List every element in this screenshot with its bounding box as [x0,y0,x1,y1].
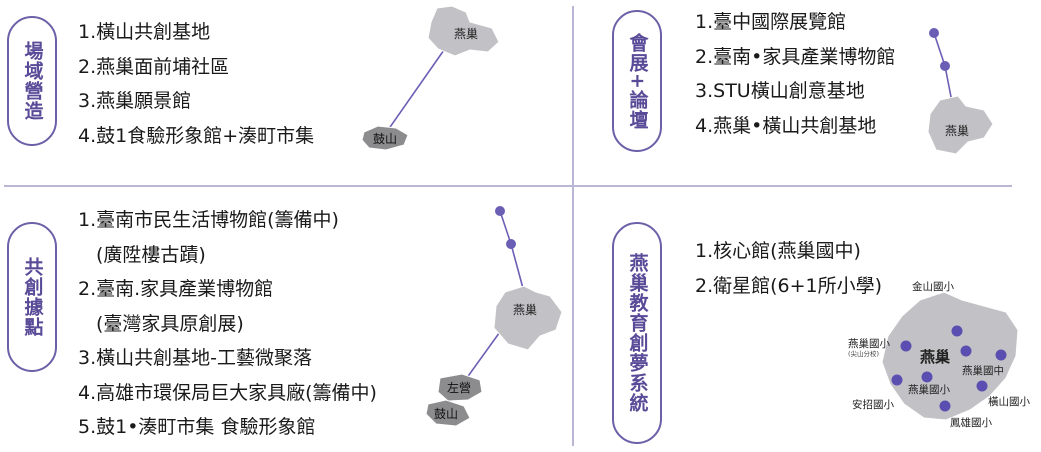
venue-list: 1.橫山共創基地 2.燕巢面前埔社區 3.燕巢願景館 4.鼓1食驗形象館+湊町市… [78,15,314,153]
list-item: 2.臺南.家具產業博物館 [78,278,274,300]
expo-section-title-pill: 會展+論壇 [612,10,662,152]
school-dot [951,325,963,337]
gushan-region-shape [425,399,471,427]
expo-section-title: 會展+論壇 [626,32,649,130]
connector-line [387,49,445,131]
list-item: 2.臺南•家具產業博物館 [695,45,896,68]
yanchao-region-shape [427,5,500,57]
cocreation-map: 燕巢 左營 鼓山 [425,206,563,427]
school-dot [976,380,988,392]
cocreation-section-title: 共創據點 [21,257,44,337]
list-item: 1.橫山共創基地 [78,21,211,43]
yanchao-label: 燕巢 [920,348,950,366]
school-dot [995,349,1007,361]
connector-line [944,65,953,103]
expo-list: 1.臺中國際展覽館 2.臺南•家具產業博物館 3.STU橫山創意基地 4.燕巢•… [695,5,895,143]
list-item: 4.鼓1食驗形象館+湊町市集 [78,124,315,147]
school-dot [891,374,903,386]
school-label-yanchao-center: 燕巢國小 [908,383,950,396]
education-section-title-pill: 燕巢教育創夢系統 [612,222,662,444]
school-dot [900,340,912,352]
gushan-label: 鼓山 [434,407,458,421]
location-dot [929,28,939,38]
list-item: 2.衛星館(6+1所小學) [695,274,883,297]
school-label-fengxiong: 鳳雄國小 [950,416,992,429]
zuoying-region-shape [437,373,483,402]
school-dot [921,371,933,383]
venue-map: 燕巢 鼓山 [361,5,500,151]
horizontal-divider [4,185,1012,187]
list-item: 3.燕巢願景館 [78,90,192,112]
school-label-jinshan: 金山國小 [912,280,954,293]
list-item: 5.鼓1•湊町市集 食驗形象館 [78,416,316,438]
gushan-region-shape [361,125,409,151]
cocreation-section-title-pill: 共創據點 [7,222,57,372]
location-dot [506,239,516,249]
list-item: 3.STU橫山創意基地 [695,80,865,102]
list-item: (臺灣家具原創展) [96,312,244,335]
list-item: 3.橫山共創基地-工藝微聚落 [78,347,312,369]
connector-line [510,243,525,293]
list-item: 1.臺南市民生活博物館(籌備中) [78,209,339,231]
connector-line [933,32,946,67]
education-map: 燕巢 金山國小 燕巢國小 (尖山分校) 燕巢國中 燕巢國小 安招國小 橫山國小 … [848,280,1030,429]
list-item: 4.高雄市環保局巨大家具廠(籌備中) [78,381,377,404]
school-label-yanchao: 燕巢國小 [848,337,890,350]
list-item: 1.核心館(燕巢國中) [695,240,861,262]
location-dot [940,61,950,71]
cocreation-list: 1.臺南市民生活博物館(籌備中) (廣陞樓古蹟) 2.臺南.家具產業博物館 (臺… [78,203,377,445]
education-section-title: 燕巢教育創夢系統 [626,253,649,413]
school-label-yanchao-branch: (尖山分校) [848,349,879,358]
school-label-yanchao-junior: 燕巢國中 [962,364,1004,377]
zuoying-label: 左營 [447,380,471,395]
venue-section-title-pill: 場域營造 [7,16,57,146]
yanchao-region-shape [493,285,563,351]
list-item: 1.臺中國際展覽館 [695,11,847,33]
education-list: 1.核心館(燕巢國中) 2.衛星館(6+1所小學) [695,234,882,303]
list-item: 2.燕巢面前埔社區 [78,55,230,78]
school-dot [939,400,951,412]
yanchao-region-shape [927,95,994,155]
list-item: 4.燕巢•橫山共創基地 [695,114,877,137]
yanchao-label: 燕巢 [513,303,537,317]
yanchao-label: 燕巢 [945,124,969,138]
school-dot [960,345,972,357]
school-label-hengshan: 橫山國小 [988,395,1030,408]
connector-line [499,210,512,245]
venue-section-title: 場域營造 [21,41,44,121]
vertical-divider [572,6,574,446]
gushan-label: 鼓山 [373,132,397,146]
location-dot [495,206,505,216]
list-item: (廣陞樓古蹟) [96,243,206,266]
school-label-anzhao: 安招國小 [852,398,894,411]
expo-map: 燕巢 [927,28,994,155]
yanchao-label: 燕巢 [454,27,478,41]
